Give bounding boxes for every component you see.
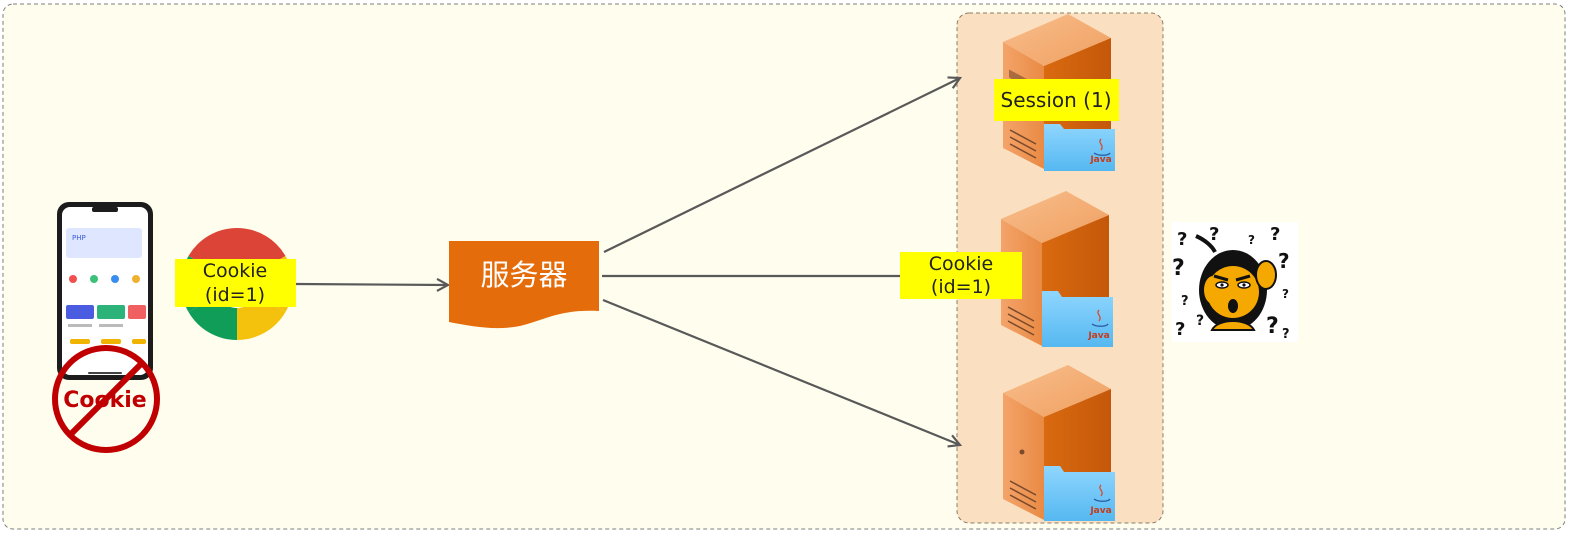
canvas-frame [2,3,1566,530]
svg-text:?: ? [1266,314,1279,339]
browser-cookie-line2: (id=1) [205,284,265,306]
forbidden-cookie-text: Cookie [63,388,146,413]
svg-text:PHP: PHP [72,234,86,242]
question-marks: ? ? ? ? ? ? ? ? ? ? ? ? [1172,224,1290,342]
session-badge [994,79,1119,121]
svg-text:?: ? [1282,327,1290,342]
java-folder-text: Java [1087,331,1109,341]
svg-text:?: ? [1181,294,1189,309]
prohibited-icon [52,345,160,453]
svg-text:?: ? [1175,319,1185,340]
arrow-server-to-node-3 [602,298,960,445]
svg-text:?: ? [1282,287,1289,301]
svg-text:?: ? [1209,224,1219,245]
arrow-browser-to-server [295,284,448,285]
server-tower-icon [1003,365,1111,520]
browser-cookie-line1: Cookie [203,260,268,282]
java-folder-text: Java [1089,506,1111,516]
smartphone-icon: PHP [57,202,153,380]
java-folder-text: Java [1089,155,1111,165]
browser-cookie-badge [175,259,296,307]
svg-text:?: ? [1172,256,1185,281]
server-box [449,241,599,329]
java-folder-icon [1044,124,1115,171]
svg-text:?: ? [1278,249,1290,273]
arrow-server-to-node-1 [603,78,960,253]
node-cookie-line2: (id=1) [931,276,991,298]
session-label: Session (1) [1001,88,1112,112]
svg-text:?: ? [1270,224,1280,245]
java-folder-icon [1044,466,1115,521]
node-cookie-badge [900,252,1022,299]
svg-text:?: ? [1248,233,1255,247]
confused-monkey-icon [1172,222,1298,342]
svg-text:?: ? [1196,313,1204,329]
server-label: 服务器 [480,258,567,292]
java-folder-icon [1042,291,1113,347]
node-cookie-line1: Cookie [929,253,994,275]
svg-text:?: ? [1177,229,1187,250]
